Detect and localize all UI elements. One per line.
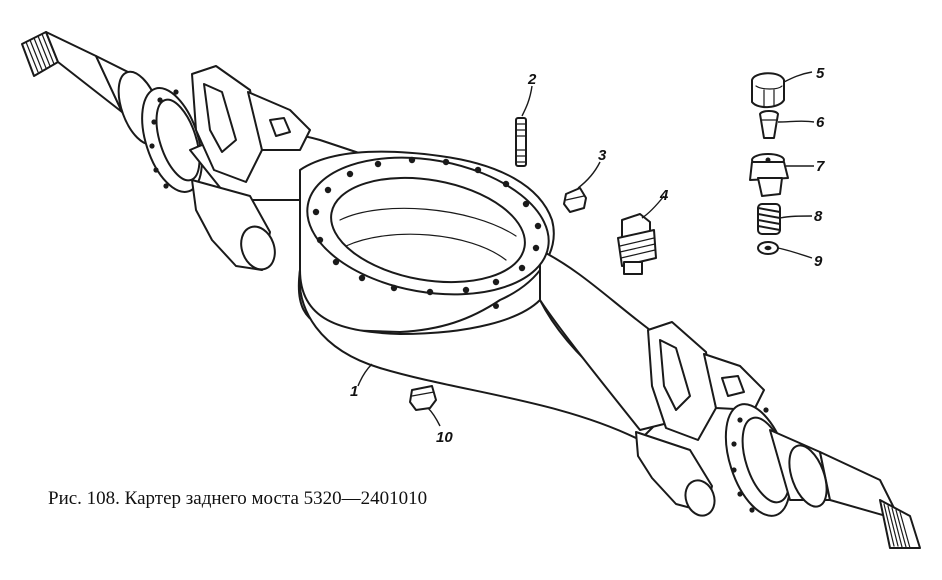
callout-5: 5 xyxy=(816,65,825,82)
callout-8: 8 xyxy=(814,208,823,225)
leader-lines xyxy=(357,71,815,427)
left-spring-bracket xyxy=(191,65,311,183)
callout-3: 3 xyxy=(598,147,607,164)
part-10-plug xyxy=(409,385,437,411)
right-spring-bracket xyxy=(635,321,765,517)
figure-caption: Рис. 108. Картер заднего моста 5320—2401… xyxy=(48,488,428,509)
part-9-washer xyxy=(757,241,779,255)
callout-10: 10 xyxy=(436,429,453,446)
left-axle-shaft xyxy=(21,31,203,193)
part-2-stud xyxy=(515,117,527,167)
carrier-flange-ring xyxy=(306,156,550,309)
part-6-valve xyxy=(759,110,779,139)
callout-7: 7 xyxy=(816,158,825,175)
callout-1: 1 xyxy=(350,383,358,400)
part-5-cap xyxy=(751,72,785,108)
part-7-valve-body xyxy=(749,153,789,197)
part-3-plug xyxy=(563,187,587,213)
callout-2: 2 xyxy=(527,71,537,88)
callout-4: 4 xyxy=(659,187,669,204)
part-4-breather xyxy=(617,213,657,275)
flange-bolt-holes xyxy=(312,156,542,309)
callout-9: 9 xyxy=(814,253,823,270)
callout-6: 6 xyxy=(816,114,825,131)
part-8-spring xyxy=(757,203,781,235)
right-shaft-thread xyxy=(879,499,921,549)
callout-labels: 2 3 4 5 6 7 8 9 1 10 xyxy=(350,65,825,446)
right-axle-shaft xyxy=(724,403,921,549)
